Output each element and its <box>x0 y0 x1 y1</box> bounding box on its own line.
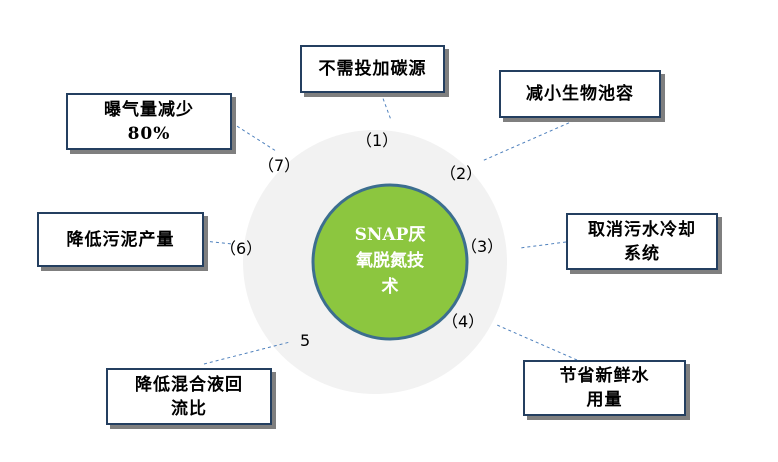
benefit-text: 降低污泥产量 <box>66 229 175 250</box>
benefit-number-5: 5 <box>300 331 311 350</box>
benefit-text: 减小生物池容 <box>526 84 634 104</box>
center-label: SNAP厌 氧脱氮技 术 <box>312 222 468 300</box>
benefit-text: 流比 <box>171 398 207 419</box>
benefit-text: 取消污水冷却 <box>588 219 696 240</box>
benefit-text: 节省新鲜水 <box>559 366 650 386</box>
benefit-box-2: 减小生物池容 <box>499 70 661 118</box>
connector-4 <box>496 324 578 361</box>
connector-1 <box>380 92 392 121</box>
connector-7 <box>231 122 277 152</box>
benefit-text: 曝气量减少 <box>104 99 194 120</box>
benefit-number-1: （1） <box>356 131 399 150</box>
benefit-number-7: （7） <box>258 156 301 175</box>
benefit-text: 80% <box>127 123 171 144</box>
benefit-number-2: （2） <box>440 164 483 183</box>
benefit-text: 不需投加碳源 <box>318 59 427 79</box>
benefit-box-4: 节省新鲜水 用量 <box>523 360 686 416</box>
benefit-text: 用量 <box>586 390 623 410</box>
benefit-box-1: 不需投加碳源 <box>300 45 445 93</box>
connector-2 <box>481 117 581 162</box>
connector-3 <box>519 241 567 249</box>
center-label-line: 氧脱氮技 <box>356 251 424 271</box>
benefit-box-6: 降低污泥产量 <box>37 212 204 267</box>
benefit-box-3: 取消污水冷却 系统 <box>566 213 718 270</box>
benefit-number-6: （6） <box>220 239 263 258</box>
center-circle <box>311 183 469 341</box>
benefit-box-7: 曝气量减少 80% <box>66 93 232 150</box>
connector-5 <box>203 341 291 365</box>
benefit-number-3: （3） <box>461 237 504 256</box>
benefit-number-4: （4） <box>442 312 485 331</box>
benefit-text: 降低混合液回 <box>135 374 243 395</box>
center-label-line: SNAP厌 <box>354 225 426 245</box>
center-label-line: 术 <box>381 277 399 297</box>
benefit-text: 系统 <box>624 243 660 264</box>
connector-6 <box>203 240 233 245</box>
benefit-box-5: 降低混合液回 流比 <box>106 368 272 425</box>
